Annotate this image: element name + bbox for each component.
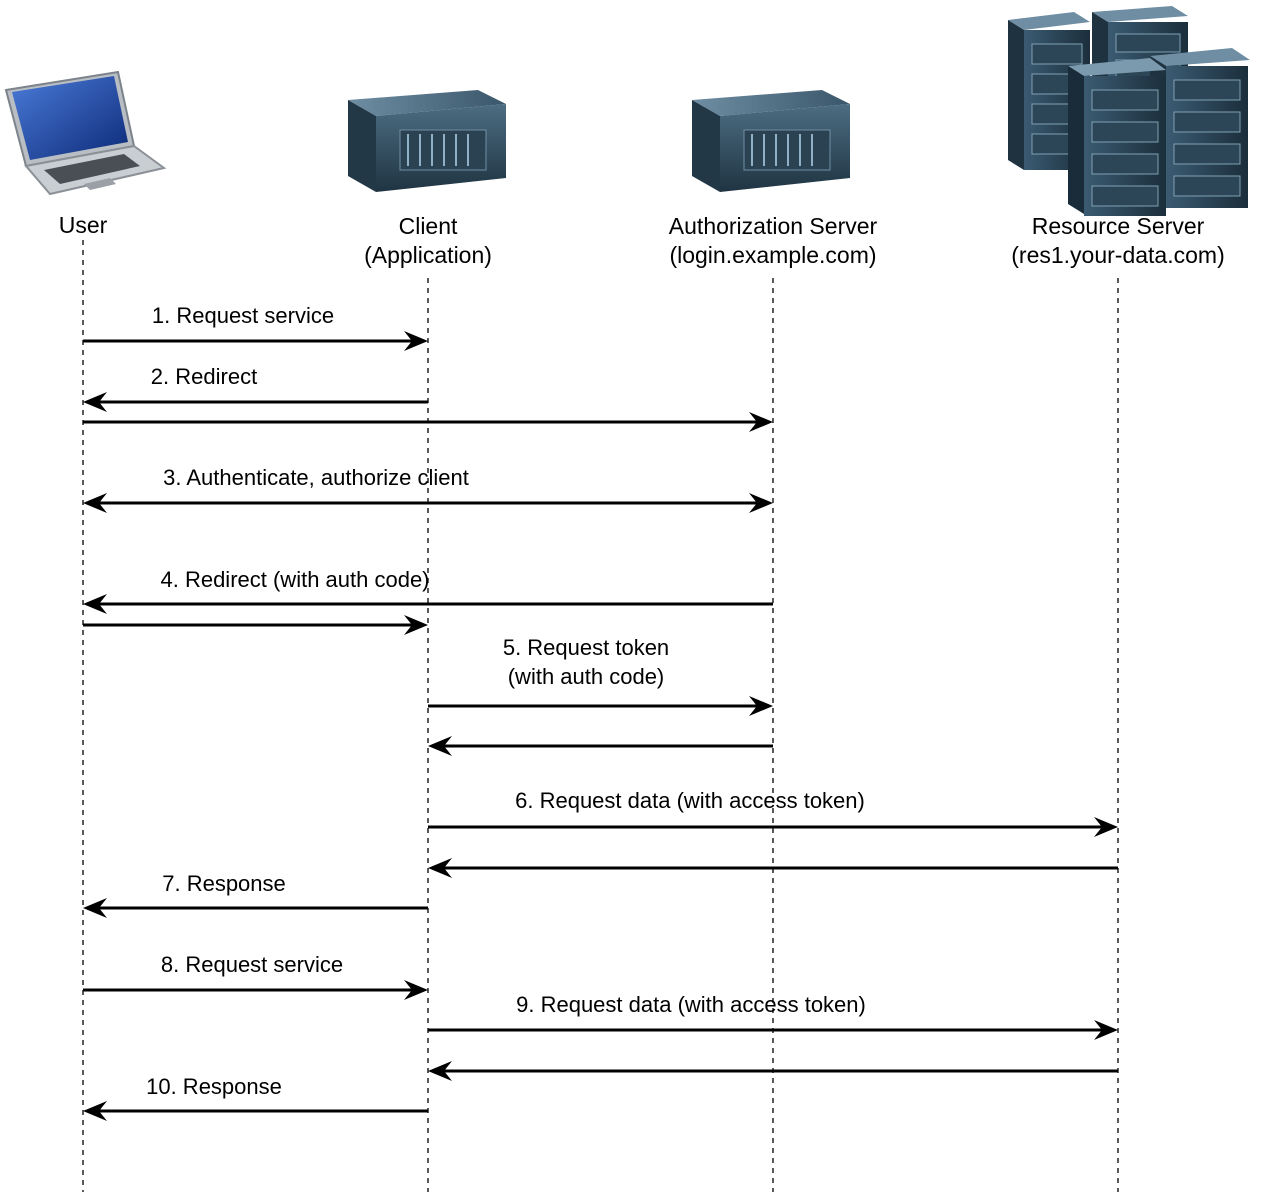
arrowhead (404, 331, 428, 351)
authorization-server-icon (692, 90, 850, 192)
arrowhead (749, 493, 773, 513)
message-label: 7. Response (162, 871, 286, 896)
actor-label-resource: Resource Server (1032, 213, 1205, 239)
arrowhead (428, 736, 452, 756)
message-14 (428, 1061, 1118, 1081)
client-server-icon (348, 90, 506, 192)
message-label: 8. Request service (161, 952, 343, 977)
message-7: 5. Request token (with auth code) (428, 635, 773, 716)
arrowhead (83, 493, 107, 513)
lifelines (82, 240, 1119, 1192)
message-11: 7. Response (83, 871, 428, 918)
arrowhead (404, 615, 428, 635)
message-3 (83, 412, 773, 432)
message-label: 10. Response (146, 1074, 282, 1099)
actor-label-auth: (login.example.com) (669, 242, 876, 268)
message-1: 1. Request service (83, 303, 428, 351)
arrowhead (428, 858, 452, 878)
message-label: (with auth code) (508, 664, 665, 689)
actor-label-client: Client (399, 213, 458, 239)
message-label: 3. Authenticate, authorize client (163, 465, 469, 490)
message-label: 6. Request data (with access token) (515, 788, 865, 813)
message-10 (428, 858, 1118, 878)
arrowhead (1094, 817, 1118, 837)
arrowhead (428, 1061, 452, 1081)
arrowhead (83, 898, 107, 918)
message-13: 9. Request data (with access token) (428, 992, 1118, 1040)
arrowhead (749, 412, 773, 432)
message-15: 10. Response (83, 1074, 428, 1121)
message-label: 5. Request token (503, 635, 669, 660)
messages: 1. Request service 2. Redirect 3. Authenti… (83, 303, 1118, 1121)
message-4: 3. Authenticate, authorize client (83, 465, 773, 513)
message-label: 9. Request data (with access token) (516, 992, 866, 1017)
message-2: 2. Redirect (83, 364, 428, 412)
message-9: 6. Request data (with access token) (428, 788, 1118, 837)
message-6 (83, 615, 428, 635)
actor-label-auth: Authorization Server (669, 213, 878, 239)
arrowhead (83, 594, 107, 614)
message-5: 4. Redirect (with auth code) (83, 567, 773, 614)
resource-server-cluster-icon (1008, 6, 1250, 216)
message-8 (428, 736, 773, 756)
arrowhead (404, 980, 428, 1000)
message-label: 2. Redirect (151, 364, 257, 389)
actor-label-user: User (59, 212, 108, 238)
arrowhead (1094, 1020, 1118, 1040)
arrowhead (83, 1101, 107, 1121)
message-label: 4. Redirect (with auth code) (160, 567, 429, 592)
actor-label-resource: (res1.your-data.com) (1011, 242, 1224, 268)
laptop-icon (4, 70, 167, 196)
message-12: 8. Request service (83, 952, 428, 1000)
message-label: 1. Request service (152, 303, 334, 328)
actor-labels: User Client (Application) Authorization Ser… (59, 212, 1225, 268)
arrowhead (83, 392, 107, 412)
actor-label-client: (Application) (364, 242, 492, 268)
arrowhead (749, 696, 773, 716)
